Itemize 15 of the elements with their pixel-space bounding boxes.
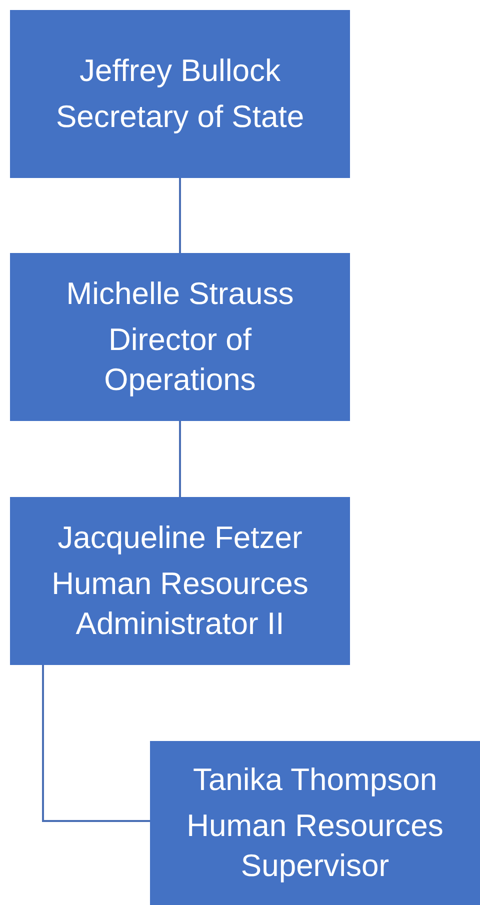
person-name: Tanika Thompson [192, 760, 438, 799]
connector-line [42, 665, 150, 822]
position-box [10, 497, 350, 665]
person-name: Jacqueline Fetzer [58, 518, 302, 557]
position-box [150, 741, 480, 905]
connector-line [179, 178, 181, 253]
position-box [10, 253, 350, 421]
person-name: Jeffrey Bullock [79, 52, 280, 90]
job-title: Secretary of State [56, 98, 304, 136]
person-name: Michelle Strauss [66, 274, 294, 313]
connector-line [179, 421, 181, 497]
job-title: Director of Operations [103, 320, 257, 400]
position-box [10, 10, 350, 178]
job-title: Human Resources Administrator II [50, 564, 310, 644]
job-title: Human Resources Supervisor [186, 806, 444, 886]
